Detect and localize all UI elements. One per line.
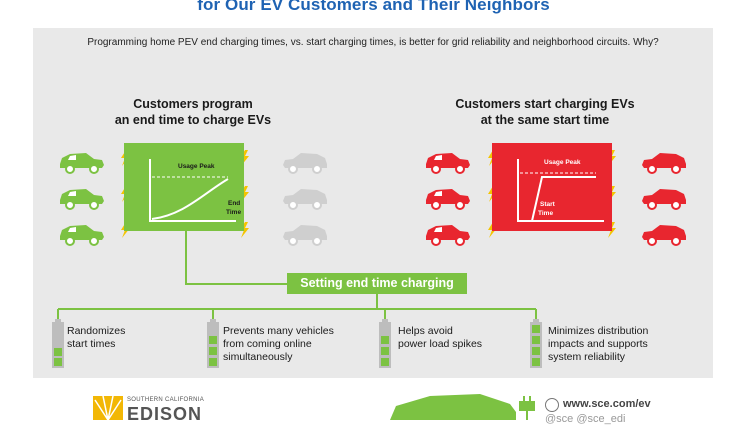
car-icon (642, 153, 686, 174)
battery-icon (52, 319, 64, 368)
globe-icon (545, 398, 559, 412)
benefit-line: simultaneously (223, 351, 293, 363)
question-text: Programming home PEV end charging times,… (87, 37, 659, 48)
red-cars-left (426, 153, 470, 246)
left-heading-line1: Customers program (133, 97, 253, 111)
plug-icon (519, 396, 535, 420)
usage-peak-label-left: Usage Peak (178, 163, 215, 170)
end-time-chart-box (124, 143, 244, 231)
car-icon (283, 225, 327, 246)
end-time-label-2: Time (226, 209, 242, 216)
car-icon (426, 153, 470, 174)
car-icon (60, 153, 104, 174)
green-cars-left (60, 153, 104, 246)
left-heading: Customers program an end time to charge … (98, 96, 288, 128)
red-cars-right (642, 153, 686, 246)
car-icon (60, 225, 104, 246)
benefit-line: Randomizes (67, 325, 126, 337)
benefit-line: Minimizes distribution (548, 325, 649, 337)
start-time-chart-box (492, 143, 612, 231)
setting-end-time-box: Setting end time charging (287, 273, 467, 294)
car-icon (642, 189, 686, 210)
usage-peak-label-right: Usage Peak (544, 159, 581, 166)
right-heading-line2: at the same start time (480, 113, 610, 127)
benefit-line: start times (67, 338, 116, 350)
car-icon (642, 225, 686, 246)
lightning-icon (240, 222, 249, 238)
benefit-item: Prevents many vehicles from coming onlin… (223, 325, 373, 364)
right-heading-line1: Customers start charging EVs (455, 97, 635, 111)
start-time-label-2: Time (538, 210, 554, 217)
car-icon (283, 189, 327, 210)
lightning-icon (240, 186, 249, 202)
benefit-line: power load spikes (398, 338, 483, 350)
battery-icon (530, 319, 542, 368)
logo-line1: SOUTHERN CALIFORNIA (127, 397, 205, 403)
benefit-item: Helps avoid power load spikes (398, 325, 523, 351)
benefit-line: Prevents many vehicles (223, 325, 334, 337)
benefit-line: from coming online (223, 338, 312, 350)
start-time-curve (517, 159, 604, 222)
car-icon (426, 225, 470, 246)
footer-car-graphic (390, 394, 535, 420)
sun-logo-icon (93, 396, 123, 420)
benefit-item: Minimizes distribution impacts and suppo… (548, 325, 698, 364)
logo-line2: EDISON (127, 404, 203, 424)
car-icon (283, 153, 327, 174)
end-time-curve (149, 159, 236, 222)
car-icon (426, 189, 470, 210)
benefit-line: system reliability (548, 351, 626, 363)
right-heading: Customers start charging EVs at the same… (440, 96, 650, 128)
car-icon (60, 189, 104, 210)
start-time-label-1: Start (540, 201, 555, 208)
grey-cars-right-of-green (283, 153, 327, 246)
left-heading-line2: an end time to charge EVs (114, 113, 272, 127)
battery-icon (207, 319, 219, 368)
page-title: for Our EV Customers and Their Neighbors (197, 0, 550, 14)
benefit-line: Helps avoid (398, 325, 453, 337)
lightning-icon (240, 150, 249, 166)
benefit-item: Randomizes start times (67, 325, 197, 351)
footer-social[interactable]: @sce @sce_edi (545, 413, 626, 425)
footer-url[interactable]: www.sce.com/ev (563, 398, 651, 410)
battery-icon (379, 319, 391, 368)
benefit-line: impacts and supports (548, 338, 648, 350)
end-time-label-1: End (228, 200, 241, 207)
